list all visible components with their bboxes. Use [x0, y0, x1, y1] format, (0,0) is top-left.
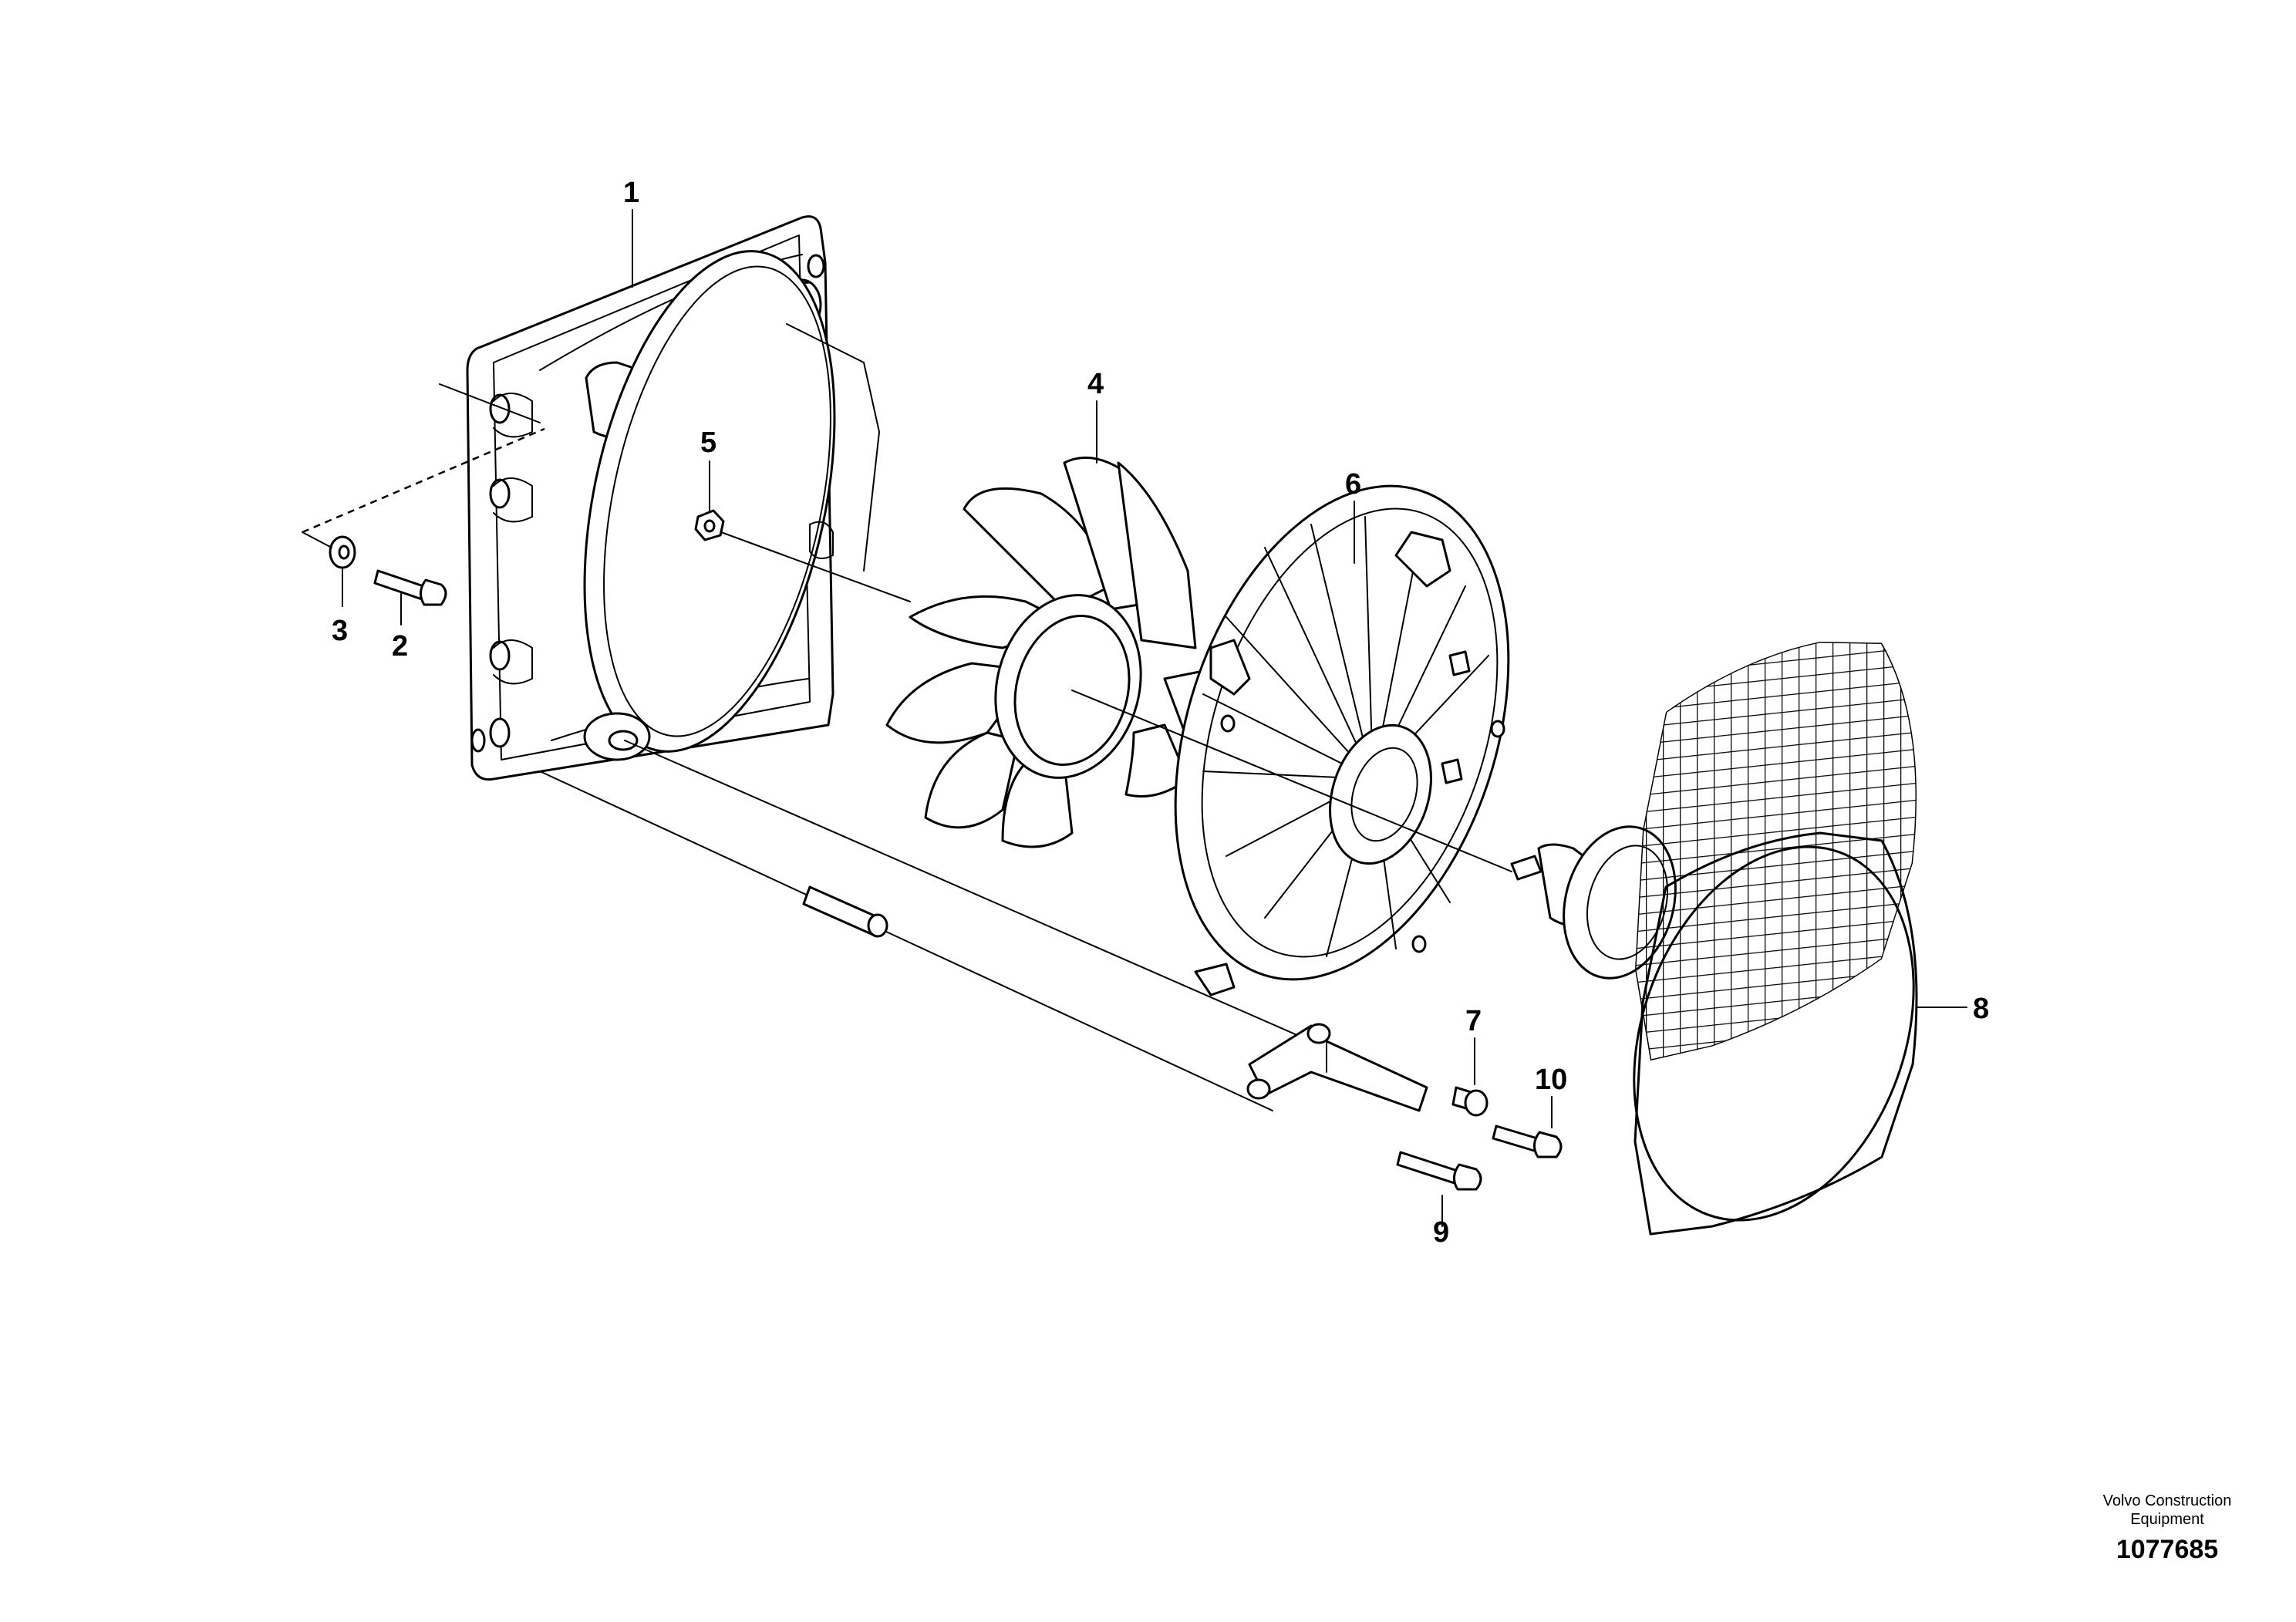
callout-1: 1 [623, 177, 639, 209]
callout-labels: 1 2 3 4 5 6 7 8 9 10 [332, 177, 1989, 1249]
callout-2: 2 [392, 630, 408, 663]
assembly-line-spacer [539, 771, 1273, 1111]
assembly-line-washer [302, 531, 332, 548]
callout-8: 8 [1973, 993, 1989, 1025]
assembly-dashed-line [302, 427, 545, 534]
spacer-tube [802, 885, 888, 938]
assembly-line-shroud-hole [439, 383, 541, 423]
company-name-line2: Equipment [2130, 1511, 2204, 1528]
callout-3: 3 [332, 615, 348, 647]
callout-7: 7 [1465, 1005, 1482, 1037]
nut-part-5 [694, 509, 725, 541]
drawing-number: 1077685 [2116, 1535, 2218, 1564]
callout-6: 6 [1345, 468, 1361, 501]
callout-5: 5 [700, 427, 716, 459]
company-name-line1: Volvo Construction [2103, 1492, 2232, 1509]
callout-9: 9 [1433, 1216, 1449, 1249]
footer: Volvo Construction Equipment 1077685 [2103, 1492, 2232, 1564]
rubber-spacer-part-7 [1451, 1086, 1489, 1117]
assembly-line-bracket [624, 740, 1312, 1042]
assembly-line-center-axis [1071, 690, 1512, 872]
fan-shroud-part-1 [466, 215, 880, 781]
bolt-part-9 [1396, 1151, 1482, 1191]
callout-4: 4 [1087, 368, 1104, 400]
leader-lines [342, 209, 1967, 1227]
fan-guard-part-6 [1174, 484, 1510, 996]
assembly-line-nut [720, 531, 911, 602]
bolt-part-10 [1492, 1125, 1563, 1158]
bolt-part-2 [373, 569, 447, 606]
fan-impeller-part-4 [885, 456, 1236, 848]
protective-mesh-part-8 [1633, 640, 1918, 1236]
washer-part-3 [329, 535, 356, 569]
callout-10: 10 [1535, 1064, 1567, 1096]
mounting-bracket [1246, 1023, 1428, 1112]
